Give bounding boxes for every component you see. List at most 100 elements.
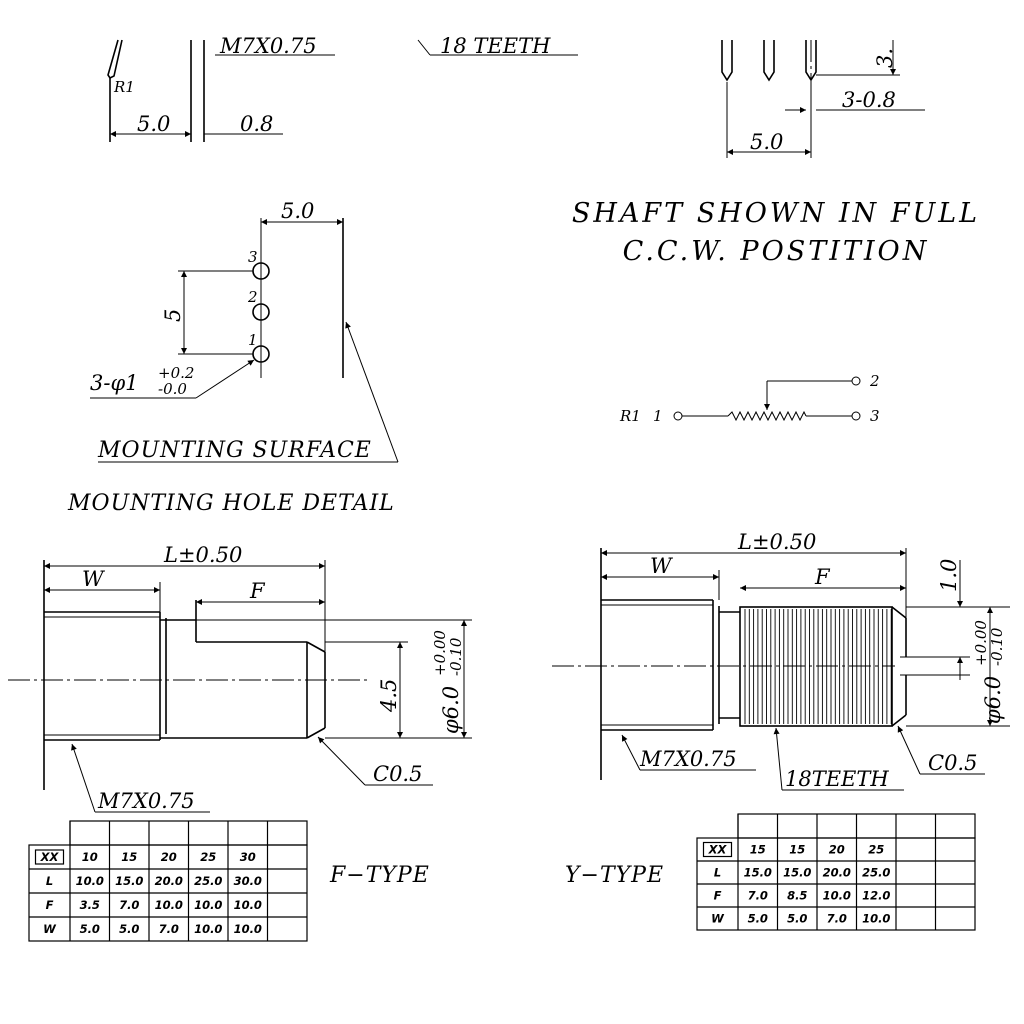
table-cell: 5.0 [80,922,100,936]
dim-3-0-8: 3-0.8 [842,88,896,112]
y-type-label: Y−TYPE [565,863,664,888]
table-cell: 30.0 [234,874,262,888]
teeth-label-top: 18 TEETH [440,34,551,58]
f-f-label: F [249,579,266,603]
table-cell: 7.0 [119,898,139,912]
dim-5-0-right: 5.0 [750,130,783,154]
table-cell: 7.0 [159,922,179,936]
terminal-3: 3 [870,407,880,425]
table-cell: 7.0 [827,912,847,926]
table-cell: 10.0 [76,874,104,888]
mounting-surface-label: MOUNTING SURFACE [97,438,372,463]
f-l-label: L±0.50 [163,543,242,567]
table-cell: L [714,866,721,880]
f-type-label: F−TYPE [329,863,430,888]
hole-callout: 3-φ1 [90,371,139,395]
table-cell: 3.5 [80,898,100,912]
f-dia-tol-minus: -0.10 [447,637,465,676]
hole-tol-plus: +0.2 [158,364,194,382]
f-dia-tol-plus: +0.00 [431,630,449,676]
table-cell: 20.0 [823,866,851,880]
dim-5-0-left: 5.0 [137,112,170,136]
table-header-cell: 25 [200,850,216,864]
pin-tip-shape [107,39,123,80]
f-w-label: W [82,567,106,591]
hole-2 [252,303,270,321]
table-header-cell: 15 [750,843,766,857]
y-type-shaft-drawing: L±0.50 W F 1.0 φ6.0 +0.00 -0.10 C0.5 M7X… [552,530,1010,888]
y-chamfer-label: C0.5 [928,751,977,775]
xx-box [702,841,733,858]
table-cell: 10.0 [862,912,890,926]
y-dia-tol-minus: -0.10 [988,627,1006,666]
resistor-zigzag [727,410,807,422]
table-cell: 15.0 [115,874,143,888]
table-cell: 10.0 [234,922,262,936]
y-l-label: L±0.50 [737,530,816,554]
table-header-cell: 15 [789,843,805,857]
y-thread-label: M7X0.75 [639,747,737,771]
f-thread-label: M7X0.75 [97,789,195,813]
table-cell: 10.0 [823,889,851,903]
table-header-cell: 20 [161,850,177,864]
table-cell: 20.0 [155,874,183,888]
dim-0-8: 0.8 [240,112,273,136]
pin-label-2: 2 [247,288,258,306]
potentiometer-schematic: R1 1 2 3 [619,372,880,425]
mounting-hole-detail: 5 5.0 3 2 1 3-φ1 +0.2 -0.0 MOUNTING SURF… [67,199,399,516]
r1-label: R1 [113,78,135,96]
terminal-2: 2 [869,372,880,390]
schematic-r1: R1 [619,407,641,425]
table-cell: 7.0 [748,889,768,903]
knurled-section [739,606,893,727]
table-cell: 25.0 [194,874,222,888]
table-header-cell: 10 [82,850,98,864]
dim-3: 3. [873,48,897,68]
note-line-1: SHAFT SHOWN IN FULL [572,198,980,229]
knurl-lines [744,609,892,724]
table-header-cell: 25 [868,843,884,857]
table-cell: 5.0 [748,912,768,926]
y-dim-1-0: 1.0 [937,559,961,592]
table-cell: 5.0 [787,912,807,926]
hole-tol-minus: -0.0 [158,380,187,398]
table-header-cell: XX [708,843,728,857]
f-type-shaft-drawing: L±0.50 W F 4.5 φ6.0 +0.00 -0.10 C0.5 M7X… [8,543,472,888]
note-line-2: C.C.W. POSTITION [623,236,930,267]
thread-label-top: M7X0.75 [219,34,317,58]
top-left-partial-view: R1 5.0 0.8 M7X0.75 18 TEETH [107,34,578,142]
table-cell: 10.0 [194,922,222,936]
y-dia-tol-plus: +0.00 [972,620,990,666]
table-header-cell: 30 [240,850,256,864]
table-header-cell: 20 [829,843,845,857]
y-f-label: F [814,565,831,589]
table-cell: W [43,922,57,936]
y-diameter: φ6.0 [981,676,1005,724]
shaft-position-note: SHAFT SHOWN IN FULL C.C.W. POSTITION [572,198,980,267]
pin-2-shape [763,40,775,82]
table-cell: 10.0 [194,898,222,912]
f-diameter: φ6.0 [439,686,463,734]
table-cell: 15.0 [783,866,811,880]
terminal-1: 1 [653,407,663,425]
dim-5-0-mount: 5.0 [281,199,314,223]
table-cell: F [46,898,54,912]
mounting-hole-detail-title: MOUNTING HOLE DETAIL [67,491,395,516]
pin-label-3: 3 [248,248,258,266]
table-cell: 15.0 [744,866,772,880]
table-cell: W [711,912,725,926]
table-cell: 10.0 [155,898,183,912]
pin-1-shape [721,40,733,82]
top-right-partial-view: 5.0 3-0.8 3. [721,40,925,158]
table-header-cell: XX [40,850,60,864]
table-cell: 5.0 [119,922,139,936]
dim-5-vertical: 5 [161,309,185,322]
table-cell: 12.0 [862,889,890,903]
table-cell: 8.5 [787,889,807,903]
table-cell: L [46,874,53,888]
f-dim-4-5: 4.5 [377,679,401,713]
f-chamfer-label: C0.5 [373,762,422,786]
